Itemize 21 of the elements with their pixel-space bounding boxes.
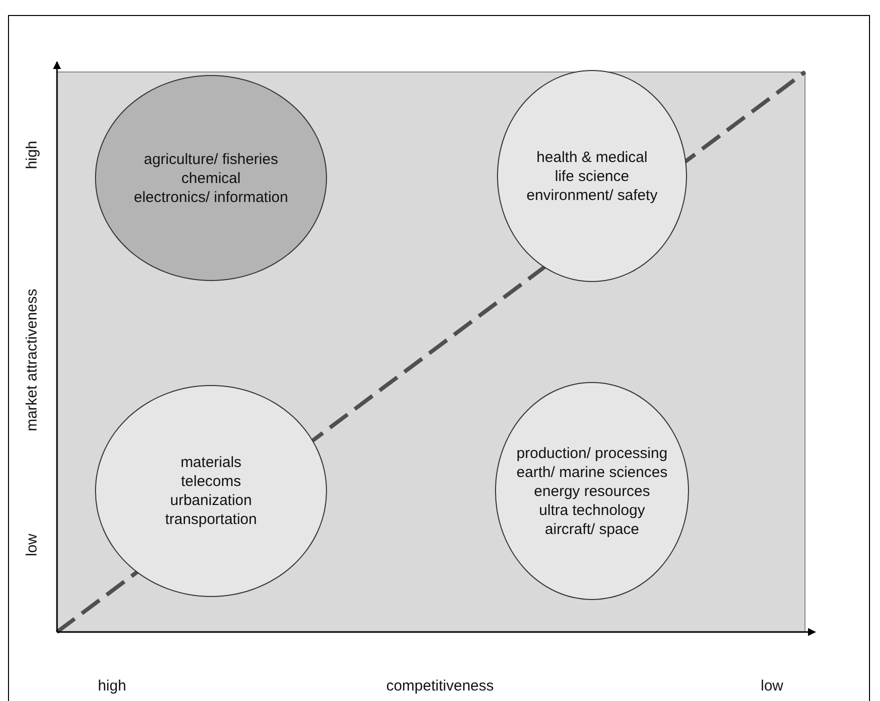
category-label: transportation (165, 510, 257, 529)
axis-level-label: high (24, 140, 40, 170)
category-label: telecoms (180, 472, 242, 491)
category-label: ultra technology (539, 500, 645, 520)
axis-title: market attractiveness (24, 288, 40, 432)
axis-level-label: low (24, 534, 40, 556)
category-label: agriculture/ fisheries (144, 150, 278, 168)
axis-level-label: low (760, 678, 784, 694)
category-label: energy resources (534, 482, 650, 500)
category-label: life science (554, 166, 630, 186)
category-label: electronics/ information (134, 188, 288, 206)
axis-level-label: high (98, 678, 126, 694)
category-label: materials (180, 453, 242, 472)
category-label: earth/ marine sciences (516, 462, 668, 482)
category-label: environment/ safety (526, 186, 658, 204)
category-label: urbanization (170, 491, 252, 510)
category-label: health & medical (536, 148, 648, 166)
category-label: chemical (181, 168, 241, 188)
axis-title: competitiveness (386, 678, 494, 694)
category-label: aircraft/ space (544, 520, 640, 538)
category-label: production/ processing (516, 444, 668, 462)
